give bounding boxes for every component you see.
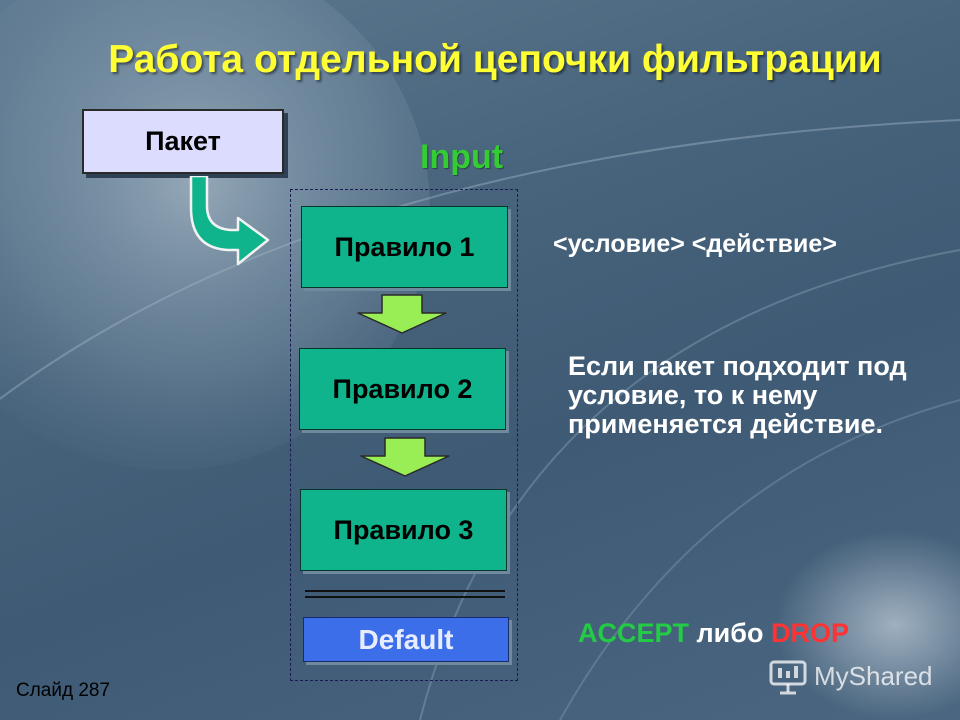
- down-arrow-icon: [357, 294, 447, 334]
- chain-name: Input: [420, 138, 504, 176]
- rule-label: Правило 1: [334, 231, 475, 262]
- rule-label: Правило 2: [332, 373, 473, 404]
- rule-box-3: Правило 3: [300, 489, 507, 571]
- rule-box-1: Правило 1: [301, 206, 508, 288]
- watermark-logo: MyShared: [768, 656, 933, 696]
- action-separator: либо: [696, 618, 764, 648]
- presentation-board-icon: [769, 660, 807, 695]
- rule-box-2: Правило 2: [299, 348, 506, 430]
- down-arrow-icon: [360, 437, 450, 477]
- separator-line: [305, 596, 505, 598]
- packet-box: Пакет: [82, 109, 284, 174]
- chain-frame: [290, 189, 518, 681]
- action-drop: DROP: [770, 618, 849, 648]
- default-label: Default: [358, 623, 454, 655]
- slide-title: Работа отдельной цепочки фильтрации: [108, 38, 882, 81]
- action-accept: ACCEPT: [578, 618, 690, 648]
- actions-line: ACCEPT либо DROP: [578, 618, 849, 649]
- packet-label: Пакет: [145, 126, 221, 156]
- curved-arrow-icon: [189, 176, 270, 266]
- default-policy-box: Default: [303, 617, 509, 662]
- explanation-text: Если пакет подходит под условие, то к не…: [568, 351, 907, 439]
- rule-label: Правило 3: [333, 514, 474, 545]
- logo-text: MyShared: [814, 660, 933, 691]
- separator-line: [305, 590, 505, 592]
- rule-syntax: <условие> <действие>: [553, 230, 837, 258]
- slide-number: Слайд 287: [16, 680, 111, 701]
